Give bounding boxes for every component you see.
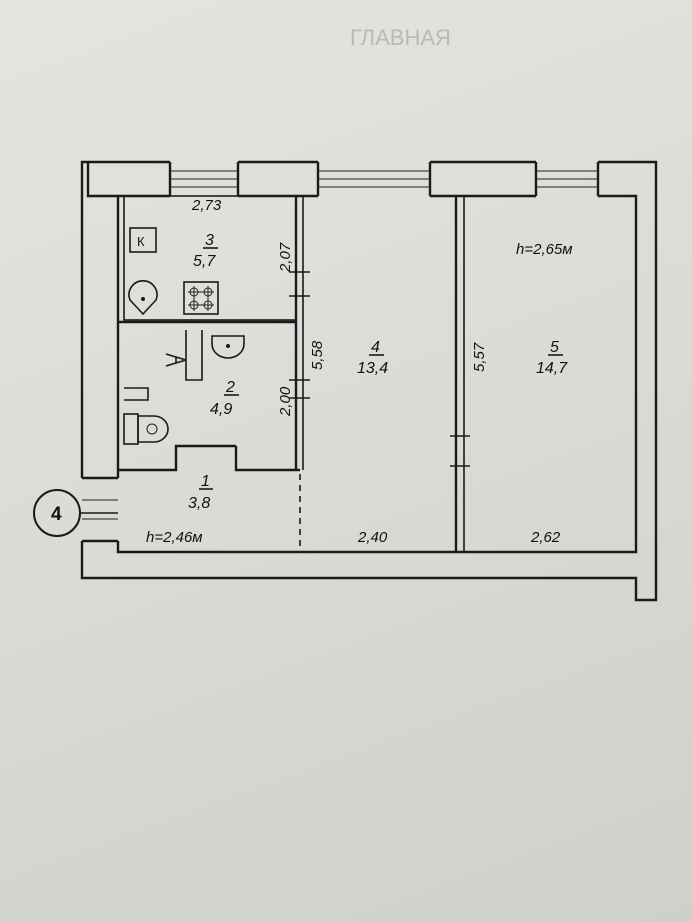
room-3-area: 5,7 xyxy=(193,253,216,270)
interior-walls xyxy=(118,195,465,552)
living-height: h=2,65м xyxy=(516,241,573,258)
window-room-4 xyxy=(318,170,430,188)
dim-room4-width: 2,40 xyxy=(357,529,388,546)
window-room-5 xyxy=(536,170,598,188)
dim-room5-width: 2,62 xyxy=(530,529,561,546)
room-5-area: 14,7 xyxy=(536,360,568,377)
dim-room5-depth: 5,57 xyxy=(471,342,488,372)
kitchen-marker-box xyxy=(129,227,157,253)
windows xyxy=(82,170,598,520)
dim-room4-depth: 5,58 xyxy=(309,340,326,370)
room-labels: 3 5,7 2 4,9 1 3,8 4 13,4 5 14,7 xyxy=(188,232,568,512)
fixtures: К xyxy=(123,227,245,445)
room-4-area: 13,4 xyxy=(357,360,388,377)
room-1-area: 3,8 xyxy=(188,495,210,512)
room-3-number: 3 xyxy=(205,232,214,249)
dim-bathroom-depth: 2,00 xyxy=(277,386,294,417)
dim-kitchen-depth: 2,07 xyxy=(277,242,294,273)
shower-tap-icon xyxy=(165,353,187,367)
dimension-labels: 2,73 2,07 2,00 5,58 5,57 2,40 2,62 xyxy=(191,197,561,546)
room-4-number: 4 xyxy=(371,339,380,356)
bath-niche xyxy=(124,387,149,401)
background-text: ГЛАВНАЯ xyxy=(350,25,451,50)
entrance-opening xyxy=(82,499,118,520)
washbasin-icon xyxy=(211,335,245,359)
window-kitchen xyxy=(170,170,238,188)
toilet-icon xyxy=(123,413,169,445)
kitchen-marker-text: К xyxy=(137,234,145,249)
room-2-area: 4,9 xyxy=(210,401,232,418)
room-1-number: 1 xyxy=(201,473,210,490)
kitchen-sink-icon xyxy=(128,280,158,316)
door-markers xyxy=(289,271,470,467)
hallway-height: h=2,46м xyxy=(146,529,203,546)
room-5-number: 5 xyxy=(550,339,559,356)
ceiling-heights: h=2,46м h=2,65м xyxy=(146,241,573,546)
dim-kitchen-width: 2,73 xyxy=(191,197,222,214)
room-2-number: 2 xyxy=(225,379,235,396)
axis-marker-label: 4 xyxy=(51,504,62,525)
stove-icon xyxy=(183,281,219,315)
axis-marker: 4 xyxy=(33,489,118,537)
